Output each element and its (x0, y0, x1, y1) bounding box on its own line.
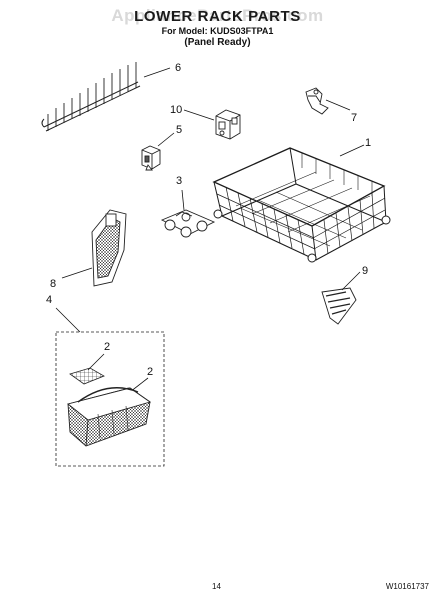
callout-9: 9 (341, 265, 368, 291)
svg-text:10: 10 (170, 104, 182, 116)
model-line: For Model: KUDS03FTPA1 (161, 26, 274, 36)
svg-text:6: 6 (175, 62, 181, 74)
svg-text:9: 9 (362, 265, 368, 277)
svg-text:2: 2 (147, 366, 153, 378)
svg-text:4: 4 (46, 294, 52, 306)
callout-4: 4 (46, 294, 81, 333)
svg-text:8: 8 (50, 278, 56, 290)
document-number: W10161737 (385, 582, 429, 591)
silverware-basket-group: 4 2 2 (46, 294, 165, 467)
basket-cover-part (91, 209, 127, 287)
callout-1: 1 (339, 137, 371, 157)
svg-text:5: 5 (176, 124, 182, 136)
rack-clip-part (141, 145, 161, 171)
wheel-bracket-part (215, 109, 241, 140)
callout-2b: 2 (129, 366, 153, 393)
callout-10: 10 (170, 104, 215, 121)
wheel-assembly-part (160, 209, 216, 238)
callout-8: 8 (50, 267, 93, 290)
svg-text:3: 3 (176, 175, 182, 187)
basket-lid-part-a (69, 367, 105, 385)
edition-label: (Panel Ready) (184, 37, 251, 48)
callout-6: 6 (143, 62, 181, 78)
page-number: 14 (212, 582, 221, 591)
callout-3: 3 (176, 175, 185, 211)
callout-5: 5 (157, 124, 182, 147)
callout-7: 7 (325, 99, 357, 124)
lower-rack-basket-part (212, 147, 391, 263)
svg-text:1: 1 (365, 137, 371, 149)
svg-text:2: 2 (104, 341, 110, 353)
silverware-basket-part (67, 387, 152, 447)
tine-section-part (321, 287, 357, 325)
page-title: LOWER RACK PARTS (134, 8, 301, 25)
tine-row-part (41, 62, 141, 132)
svg-text:7: 7 (351, 112, 357, 124)
callout-2a: 2 (87, 341, 110, 371)
watermark: AppliancePartsPros.com (111, 6, 324, 25)
rail-clip-part (305, 87, 329, 115)
